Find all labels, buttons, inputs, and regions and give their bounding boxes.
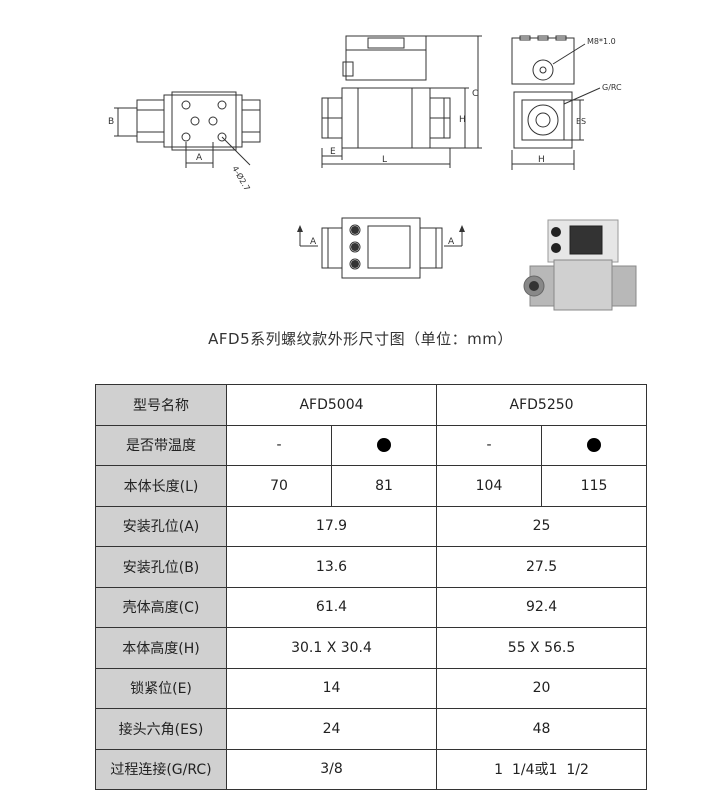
table-cell: 3/8	[225, 748, 438, 790]
row-label: 本体高度(H)	[95, 627, 227, 669]
dim-label-E: E	[330, 147, 336, 157]
row-label: 锁紧位(E)	[95, 667, 227, 709]
table-row: 是否带温度 - -	[95, 424, 648, 466]
dim-label-H2: H	[538, 155, 545, 165]
table-row: 安装孔位(A) 17.9 25	[95, 505, 648, 547]
section-arrows	[299, 230, 463, 247]
table-cell: 13.6	[225, 546, 438, 588]
filled-dot-icon	[587, 438, 602, 453]
table-cell: 30.1 X 30.4	[225, 627, 438, 669]
table-cell: 25	[436, 505, 648, 547]
table-cell	[330, 424, 438, 466]
table-cell: 17.9	[225, 505, 438, 547]
row-label: 接头六角(ES)	[95, 708, 227, 750]
arrow-heads	[297, 225, 465, 268]
row-label: 安装孔位(B)	[95, 546, 227, 588]
row-label: 壳体高度(C)	[95, 586, 227, 628]
arrow-label-A-left: A	[310, 237, 317, 247]
row-label: 型号名称	[95, 384, 227, 426]
spec-table: 型号名称 AFD5004 AFD5250 是否带温度 - - 本体长度(L) 7…	[95, 384, 648, 790]
table-cell: 20	[436, 667, 648, 709]
table-cell: 61.4	[225, 586, 438, 628]
product-photo	[523, 219, 637, 311]
table-cell: 1 1/4或1 1/2	[436, 748, 648, 790]
dimension-drawings: B A 4-Ø2.7 C H E L M8*1.0 G/RC ES H A A	[108, 35, 637, 311]
dim-label-A: A	[196, 153, 203, 163]
table-row: 安装孔位(B) 13.6 27.5	[95, 546, 648, 588]
row-label: 安装孔位(A)	[95, 505, 227, 547]
table-row: 本体高度(H) 30.1 X 30.4 55 X 56.5	[95, 627, 648, 669]
table-cell: 48	[436, 708, 648, 750]
table-cell: 24	[225, 708, 438, 750]
dim-label-C: C	[472, 89, 478, 99]
table-cell: 55 X 56.5	[436, 627, 648, 669]
table-cell	[541, 424, 648, 466]
top-view-drawing	[321, 217, 443, 279]
dim-label-H: H	[459, 115, 466, 125]
bottom-view-drawing	[114, 91, 261, 168]
dim-label-B: B	[108, 117, 114, 127]
dim-label-ES: ES	[576, 117, 586, 126]
row-label: 过程连接(G/RC)	[95, 748, 227, 790]
table-cell: AFD5250	[436, 384, 648, 426]
filled-dot-icon	[377, 438, 391, 453]
dim-label-L: L	[382, 155, 387, 165]
table-cell: 104	[436, 465, 543, 507]
table-cell: -	[436, 424, 543, 466]
table-cell: 27.5	[436, 546, 648, 588]
table-row: 接头六角(ES) 24 48	[95, 708, 648, 750]
table-row: 壳体高度(C) 61.4 92.4	[95, 586, 648, 628]
table-cell: 115	[541, 465, 648, 507]
table-cell: 92.4	[436, 586, 648, 628]
drawing-caption: AFD5系列螺纹款外形尺寸图（单位：mm）	[208, 330, 513, 348]
table-cell: 70	[226, 465, 332, 507]
side-view-drawing	[511, 35, 601, 170]
front-view-drawing	[321, 35, 482, 168]
table-row: 过程连接(G/RC) 3/8 1 1/4或1 1/2	[95, 748, 648, 790]
dim-label-hole: 4-Ø2.7	[230, 164, 252, 192]
table-row: 本体长度(L) 70 81 104 115	[95, 465, 648, 507]
dim-label-M8: M8*1.0	[587, 37, 616, 46]
table-cell: AFD5004	[225, 384, 438, 426]
table-row: 型号名称 AFD5004 AFD5250	[95, 384, 648, 426]
dim-label-GRC: G/RC	[602, 83, 622, 92]
table-cell: 14	[225, 667, 438, 709]
table-cell: 81	[330, 465, 438, 507]
table-row: 锁紧位(E) 14 20	[95, 667, 648, 709]
arrow-label-A-right: A	[448, 237, 455, 247]
row-label: 是否带温度	[95, 424, 227, 466]
table-cell: -	[226, 424, 332, 466]
row-label: 本体长度(L)	[95, 465, 227, 507]
